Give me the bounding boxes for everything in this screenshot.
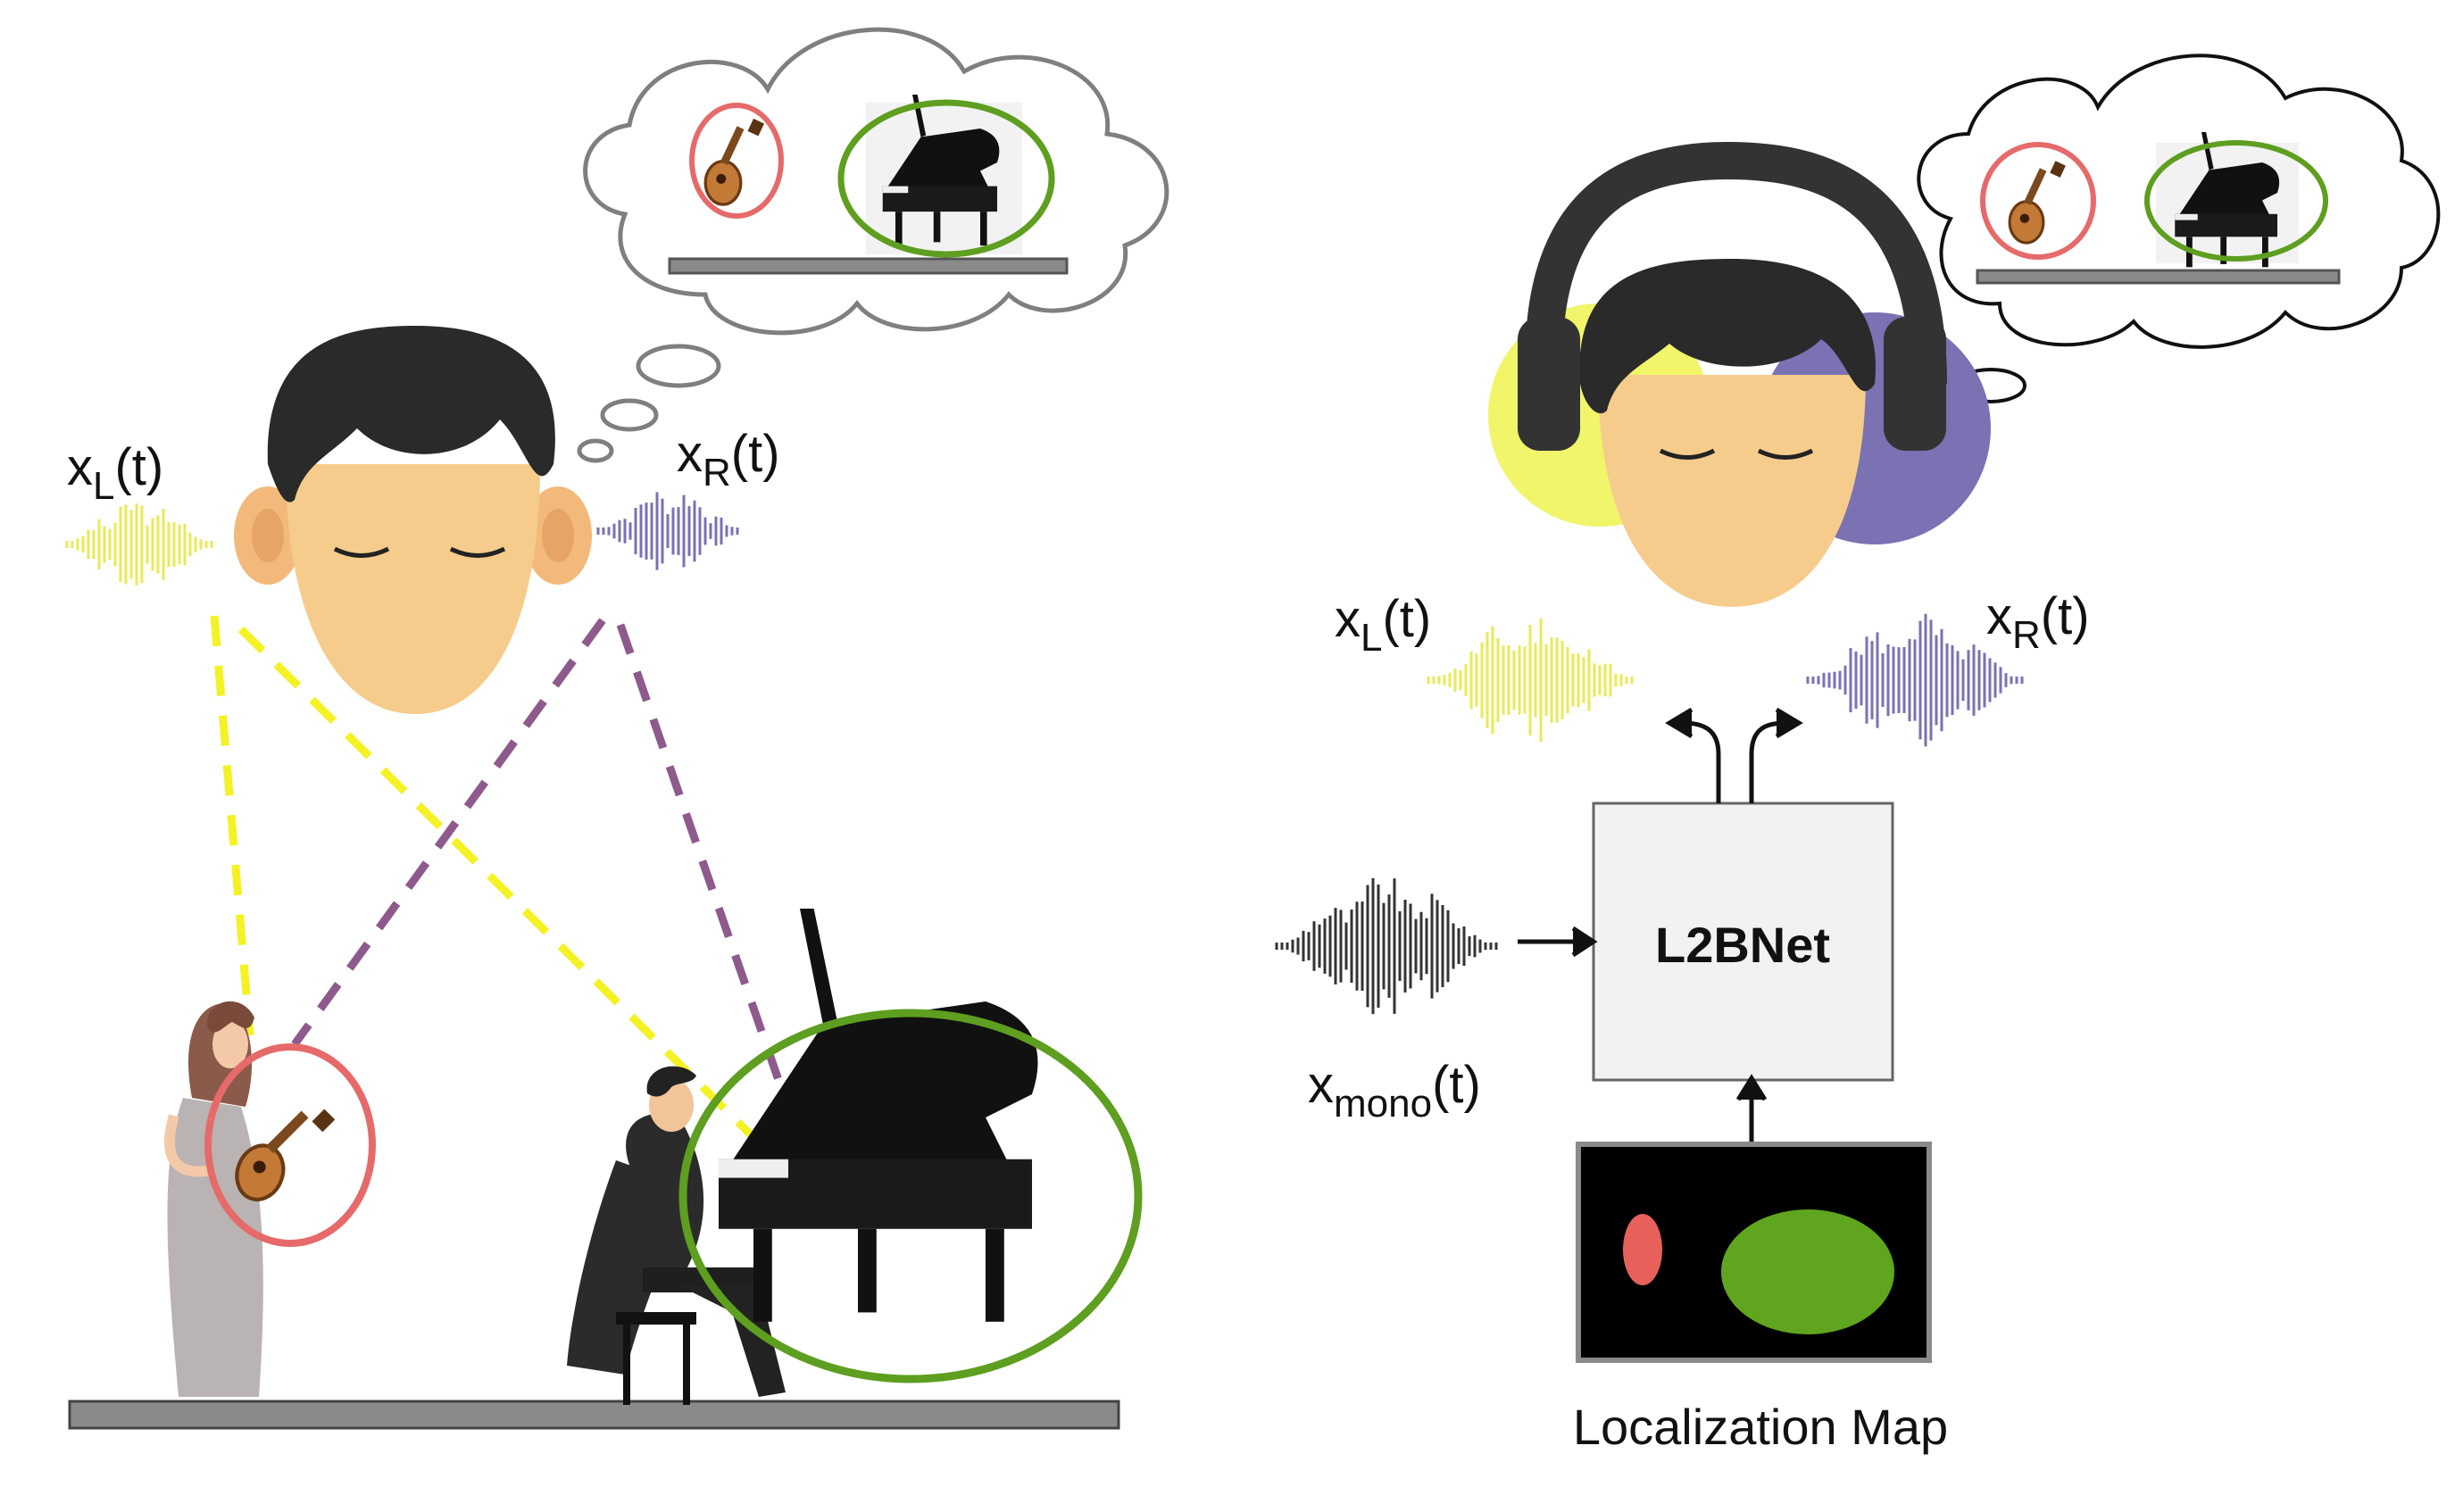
l2bnet-label: L2BNet — [1655, 917, 1830, 973]
thought-mandolin-ring-right — [1980, 142, 2096, 260]
thought-cloud-left — [577, 27, 1169, 463]
signal-label-mono: xmono(t) — [1308, 1056, 1481, 1126]
waveform-left-channel — [65, 503, 213, 586]
listener-head-icon — [234, 326, 592, 714]
male-pianist-icon — [567, 1066, 786, 1405]
grand-piano-icon — [719, 909, 1038, 1322]
path-right-ear-to-mandolin — [291, 618, 606, 1047]
signal-label-right: xR(t) — [1986, 587, 2090, 657]
mandolin-icon — [229, 1088, 337, 1217]
waveform-right-channel — [596, 492, 739, 570]
mandolin-ring — [204, 1043, 376, 1247]
thought-piano-ring-left — [837, 99, 1055, 258]
waveform-left-channel — [1427, 618, 1634, 743]
localization-map-caption: Localization Map — [1573, 1399, 1948, 1455]
path-right-ear-to-piano — [616, 623, 812, 1167]
map-red-blob — [1623, 1214, 1662, 1285]
thought-piano-ring-right — [2144, 140, 2328, 262]
piano-ring — [678, 1009, 1143, 1383]
thought-mandolin-ring-left — [689, 103, 784, 219]
thought-stage-left — [668, 257, 1069, 275]
path-left-ear-to-piano — [237, 626, 789, 1173]
waveform-right-channel — [1806, 613, 2024, 747]
arrows — [1518, 707, 1803, 1145]
headphone-listener-icon — [1488, 141, 1991, 607]
path-left-ear-to-mandolin — [210, 615, 254, 1036]
stage — [68, 1400, 1120, 1430]
signal-label-left: xL(t) — [1335, 590, 1431, 660]
waveform-mono — [1275, 877, 1498, 1015]
thought-stage-right — [1976, 269, 2341, 285]
sound-paths — [210, 615, 812, 1173]
map-green-blob — [1721, 1209, 1894, 1334]
signal-label-right: xR(t) — [677, 425, 780, 494]
signal-label-left: xL(t) — [67, 438, 163, 508]
